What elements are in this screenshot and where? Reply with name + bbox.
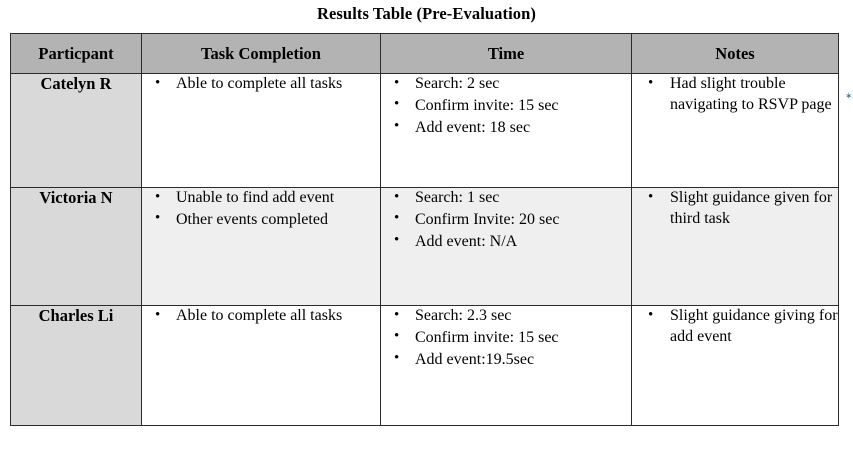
list-item: Able to complete all tasks (155, 74, 380, 95)
participant-name: Catelyn R (10, 73, 142, 188)
list-item: Add event: 18 sec (394, 117, 631, 139)
notes-cell: Slight guidance giving for add event (631, 305, 839, 426)
time-cell: Search: 1 sec Confirm Invite: 20 sec Add… (380, 187, 632, 306)
participant-name: Victoria N (10, 187, 142, 306)
list-item: Confirm Invite: 20 sec (394, 209, 631, 231)
table-header-row: Particpant Task Completion Time Notes (10, 33, 839, 74)
notes-list: Slight guidance given for third task (632, 188, 838, 230)
table-row: Catelyn R Able to complete all tasks Sea… (10, 73, 839, 188)
notes-list: Slight guidance giving for add event (632, 306, 838, 348)
time-list: Search: 2 sec Confirm invite: 15 sec Add… (381, 74, 631, 138)
time-list: Search: 2.3 sec Confirm invite: 15 sec A… (381, 306, 631, 370)
task-completion-cell: Able to complete all tasks (141, 305, 381, 426)
comment-anchor-icon: ✶ (845, 91, 853, 101)
list-item: Able to complete all tasks (155, 306, 380, 327)
list-item: Unable to find add event (155, 188, 380, 209)
table-row: Charles Li Able to complete all tasks Se… (10, 305, 839, 426)
time-cell: Search: 2.3 sec Confirm invite: 15 sec A… (380, 305, 632, 426)
task-completion-list: Able to complete all tasks (142, 74, 380, 95)
page-title: Results Table (Pre-Evaluation) (316, 4, 537, 23)
task-completion-cell: Able to complete all tasks (141, 73, 381, 188)
list-item: Confirm invite: 15 sec (394, 95, 631, 117)
results-table: Particpant Task Completion Time Notes Ca… (10, 33, 839, 426)
list-item: Add event:19.5sec (394, 349, 631, 371)
notes-list: Had slight trouble navigating to RSVP pa… (632, 74, 838, 116)
task-completion-cell: Unable to find add event Other events co… (141, 187, 381, 306)
task-completion-list: Able to complete all tasks (142, 306, 380, 327)
notes-cell: Had slight trouble navigating to RSVP pa… (631, 73, 839, 188)
list-item: Search: 2 sec (394, 74, 631, 95)
column-header-participant: Particpant (10, 33, 142, 74)
list-item: Confirm invite: 15 sec (394, 327, 631, 349)
list-item: Search: 2.3 sec (394, 306, 631, 327)
notes-cell: Slight guidance given for third task (631, 187, 839, 306)
list-item: Other events completed (155, 209, 380, 231)
participant-name: Charles Li (10, 305, 142, 426)
list-item: Add event: N/A (394, 231, 631, 253)
list-item: Had slight trouble navigating to RSVP pa… (648, 74, 838, 116)
column-header-task-completion: Task Completion (141, 33, 381, 74)
column-header-notes: Notes (631, 33, 839, 74)
time-list: Search: 1 sec Confirm Invite: 20 sec Add… (381, 188, 631, 252)
column-header-time: Time (380, 33, 632, 74)
list-item: Search: 1 sec (394, 188, 631, 209)
list-item: Slight guidance given for third task (648, 188, 838, 230)
list-item: Slight guidance giving for add event (648, 306, 838, 348)
table-row: Victoria N Unable to find add event Othe… (10, 187, 839, 306)
task-completion-list: Unable to find add event Other events co… (142, 188, 380, 231)
time-cell: Search: 2 sec Confirm invite: 15 sec Add… (380, 73, 632, 188)
